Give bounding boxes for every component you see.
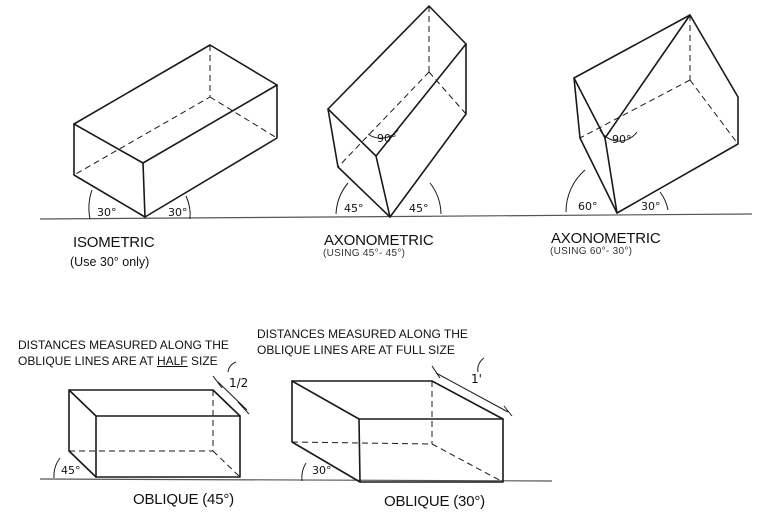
oblique-45-note-line2: OBLIQUE LINES ARE AT HALF SIZE bbox=[18, 354, 218, 368]
axonometric-60-title: AXONOMETRIC bbox=[551, 230, 661, 247]
axonometric-45-title: AXONOMETRIC bbox=[324, 232, 434, 249]
oblique-30-title: OBLIQUE (30°) bbox=[384, 493, 485, 510]
axonometric-60-angle-top: 90° bbox=[612, 133, 632, 146]
oblique-45-note-line1: DISTANCES MEASURED ALONG THE bbox=[18, 338, 229, 352]
axonometric-60-angle-right: 30° bbox=[641, 200, 661, 213]
oblique-45-title: OBLIQUE (45°) bbox=[133, 491, 234, 508]
axonometric-45-angle-left: 45° bbox=[344, 202, 364, 215]
axonometric-60-box bbox=[565, 14, 739, 214]
axonometric-45-angle-right: 45° bbox=[409, 202, 429, 215]
oblique-30-dimension: 1' bbox=[471, 372, 482, 386]
oblique-30-note-line1: DISTANCES MEASURED ALONG THE bbox=[257, 327, 468, 341]
axonometric-45-angle-top: 90° bbox=[377, 132, 397, 145]
axonometric-45-subtitle: (USING 45°- 45°) bbox=[323, 248, 406, 259]
axonometric-45-box bbox=[327, 5, 467, 218]
oblique-30-note-line2: OBLIQUE LINES ARE AT FULL SIZE bbox=[257, 343, 455, 357]
oblique-30-box bbox=[291, 357, 513, 483]
oblique-30-angle: 30° bbox=[312, 464, 332, 477]
isometric-box bbox=[73, 44, 278, 220]
oblique-30-note: DISTANCES MEASURED ALONG THE OBLIQUE LIN… bbox=[257, 326, 468, 358]
ground-line-bottom bbox=[39, 478, 553, 482]
isometric-angle-right: 30° bbox=[168, 206, 188, 219]
oblique-45-box bbox=[53, 361, 250, 479]
isometric-subtitle: (Use 30° only) bbox=[70, 255, 150, 269]
isometric-angle-left: 30° bbox=[97, 206, 117, 219]
oblique-45-note: DISTANCES MEASURED ALONG THE OBLIQUE LIN… bbox=[18, 337, 229, 369]
axonometric-60-subtitle: (USING 60°- 30°) bbox=[550, 246, 633, 257]
axonometric-60-angle-left: 60° bbox=[578, 200, 598, 213]
oblique-45-dimension: 1/2 bbox=[229, 376, 249, 390]
ground-line-top bbox=[39, 213, 753, 220]
oblique-45-angle: 45° bbox=[61, 464, 81, 477]
isometric-title: ISOMETRIC bbox=[73, 234, 155, 251]
